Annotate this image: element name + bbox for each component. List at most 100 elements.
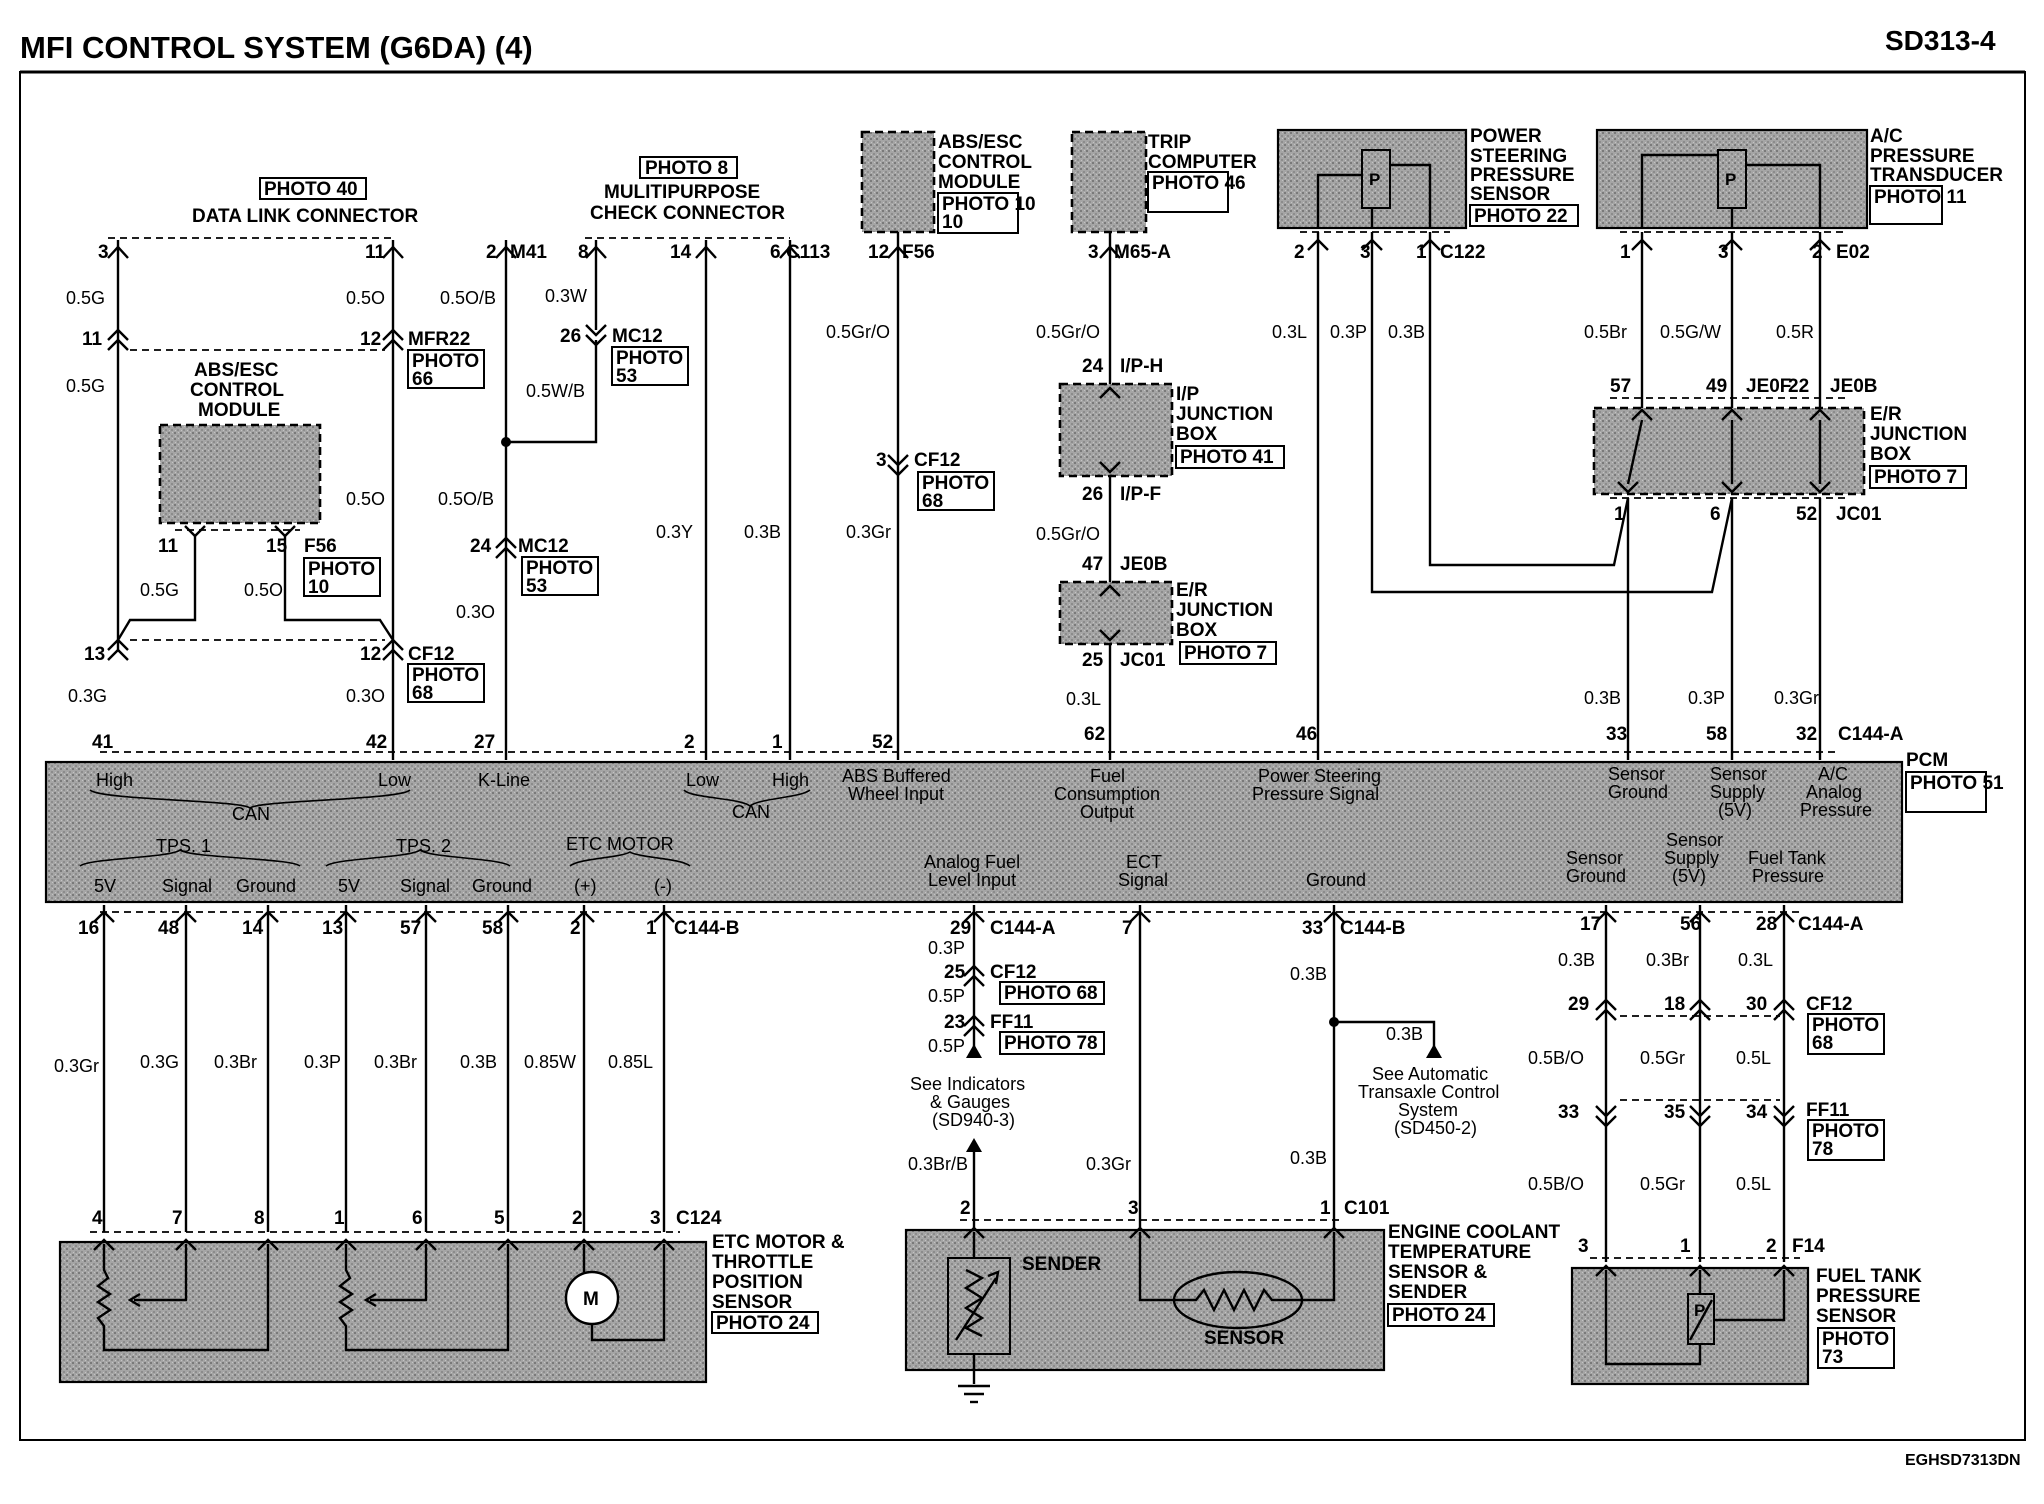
svg-text:JUNCTION: JUNCTION (1870, 424, 1967, 445)
svg-text:0.85W: 0.85W (524, 1052, 576, 1072)
svg-text:Ground: Ground (236, 876, 296, 896)
svg-text:SENDER: SENDER (1388, 1282, 1467, 1303)
svg-text:25: 25 (1082, 650, 1104, 671)
wire-fuel-level: 29 C144-A 0.3P 25 CF12 PHOTO 68 0.5P 23 … (908, 905, 1105, 1232)
svg-text:PHOTO: PHOTO (616, 348, 683, 369)
svg-text:Sensor: Sensor (1666, 830, 1723, 850)
svg-text:53: 53 (616, 366, 637, 387)
svg-text:26: 26 (560, 326, 581, 347)
svg-text:Pressure: Pressure (1800, 800, 1872, 820)
svg-text:Ground: Ground (1306, 870, 1366, 890)
svg-text:0.5W/B: 0.5W/B (526, 381, 585, 401)
svg-text:Supply: Supply (1664, 848, 1719, 868)
svg-text:0.3O: 0.3O (456, 602, 495, 622)
fuel-tank-pressure-sensor: P FUEL TANK PRESSURE SENSOR PHOTO 73 (1570, 1257, 1922, 1386)
svg-text:A/C: A/C (1870, 126, 1903, 147)
wires-fuel-tank-pressure: 17 56 28 C144-A 0.3B 0.3Br 0.3L 29 18 30… (1528, 905, 1885, 1262)
svg-text:TRANSDUCER: TRANSDUCER (1870, 165, 2003, 186)
svg-text:0.3B: 0.3B (1558, 950, 1595, 970)
svg-text:58: 58 (482, 918, 503, 939)
connector-f56: F56 (902, 242, 935, 263)
svg-text:1: 1 (1614, 504, 1625, 525)
connector-e02: E02 (1836, 242, 1870, 263)
svg-text:6: 6 (770, 242, 781, 263)
wire-kline: 0.5O/B 0.3W 26 MC12 PHOTO 53 0.5W/B 0.5O… (438, 240, 689, 760)
svg-text:PRESSURE: PRESSURE (1870, 146, 1975, 167)
svg-text:COMPUTER: COMPUTER (1148, 152, 1257, 173)
svg-text:56: 56 (1680, 914, 1701, 935)
connector-f14: F14 (1792, 1236, 1825, 1257)
svg-text:1: 1 (772, 732, 783, 753)
svg-text:(SD940-3): (SD940-3) (932, 1110, 1015, 1130)
svg-text:PHOTO: PHOTO (308, 559, 375, 580)
svg-text:Signal: Signal (1118, 870, 1168, 890)
svg-text:TEMPERATURE: TEMPERATURE (1388, 1242, 1531, 1263)
wire-abs-buffered: 0.5Gr/O 3 CF12 PHOTO 68 0.3Gr 52 (826, 232, 995, 760)
svg-text:PHOTO 7: PHOTO 7 (1184, 643, 1267, 664)
svg-text:35: 35 (1664, 1102, 1686, 1123)
svg-text:0.3W: 0.3W (545, 286, 587, 306)
svg-text:22: 22 (1788, 376, 1809, 397)
svg-text:PHOTO 24: PHOTO 24 (1392, 1305, 1486, 1326)
svg-text:12: 12 (360, 329, 381, 350)
svg-text:Analog: Analog (1806, 782, 1862, 802)
svg-text:0.5G: 0.5G (66, 376, 105, 396)
svg-text:ABS/ESC: ABS/ESC (938, 132, 1023, 153)
svg-text:0.5P: 0.5P (928, 1036, 965, 1056)
svg-text:POSITION: POSITION (712, 1272, 803, 1293)
svg-text:SENSOR: SENSOR (1816, 1306, 1897, 1327)
svg-text:Output: Output (1080, 802, 1134, 822)
svg-text:11: 11 (365, 242, 386, 263)
svg-text:P: P (1694, 1301, 1705, 1320)
svg-text:SENSOR: SENSOR (712, 1292, 793, 1313)
svg-text:0.3B: 0.3B (1386, 1024, 1423, 1044)
svg-text:SENSOR: SENSOR (1470, 184, 1551, 205)
connector-ff11b: FF11 (1806, 1100, 1850, 1121)
svg-text:41: 41 (92, 732, 114, 753)
wire-fuel-consumption: 0.5Gr/O 24 I/P-H I/P JUNCTION BOX PHOTO … (1036, 232, 1285, 760)
svg-text:MULITIPURPOSE: MULITIPURPOSE (604, 182, 760, 203)
svg-text:PHOTO 8: PHOTO 8 (645, 158, 728, 179)
svg-text:66: 66 (412, 369, 433, 390)
diagram-frame (19, 71, 2026, 1441)
svg-text:0.3B: 0.3B (460, 1052, 497, 1072)
svg-text:0.3P: 0.3P (1688, 688, 1725, 708)
photo-40-label: PHOTO 40 (264, 179, 358, 200)
svg-text:2: 2 (1812, 242, 1823, 263)
svg-text:PHOTO: PHOTO (922, 473, 989, 494)
svg-text:Fuel Tank: Fuel Tank (1748, 848, 1827, 868)
svg-text:ENGINE COOLANT: ENGINE COOLANT (1388, 1222, 1560, 1243)
svg-text:14: 14 (242, 918, 264, 939)
svg-text:33: 33 (1558, 1102, 1579, 1123)
svg-text:Signal: Signal (400, 876, 450, 896)
svg-text:47: 47 (1082, 554, 1103, 575)
svg-text:0.5Br: 0.5Br (1584, 322, 1627, 342)
svg-text:0.5G/W: 0.5G/W (1660, 322, 1721, 342)
svg-text:29: 29 (1568, 994, 1589, 1015)
svg-text:0.3G: 0.3G (68, 686, 107, 706)
svg-text:JE0B: JE0B (1120, 554, 1168, 575)
svg-text:2: 2 (1766, 1236, 1777, 1257)
svg-text:3: 3 (1128, 1198, 1139, 1219)
footer-code: EGHSD7313DN (1905, 1452, 2021, 1469)
svg-text:0.3P: 0.3P (304, 1052, 341, 1072)
svg-text:0.5Gr/O: 0.5Gr/O (1036, 322, 1100, 342)
connector-mc12a: MC12 (612, 326, 663, 347)
svg-text:3: 3 (1718, 242, 1729, 263)
svg-text:12: 12 (868, 242, 889, 263)
connector-mc12b: MC12 (518, 536, 569, 557)
svg-text:PRESSURE: PRESSURE (1816, 1286, 1921, 1307)
svg-text:6: 6 (412, 1208, 423, 1229)
svg-text:16: 16 (78, 918, 99, 939)
svg-text:CONTROL: CONTROL (190, 380, 284, 401)
svg-text:0.85L: 0.85L (608, 1052, 653, 1072)
svg-text:PCM: PCM (1906, 750, 1948, 771)
svg-text:Signal: Signal (162, 876, 212, 896)
svg-text:0.3Gr: 0.3Gr (846, 522, 891, 542)
svg-text:High: High (96, 770, 133, 790)
svg-text:SENSOR &: SENSOR & (1388, 1262, 1488, 1283)
svg-text:PHOTO 11: PHOTO 11 (1874, 187, 1967, 208)
svg-text:High: High (772, 770, 809, 790)
svg-text:68: 68 (412, 683, 433, 704)
svg-text:PHOTO: PHOTO (412, 665, 479, 686)
